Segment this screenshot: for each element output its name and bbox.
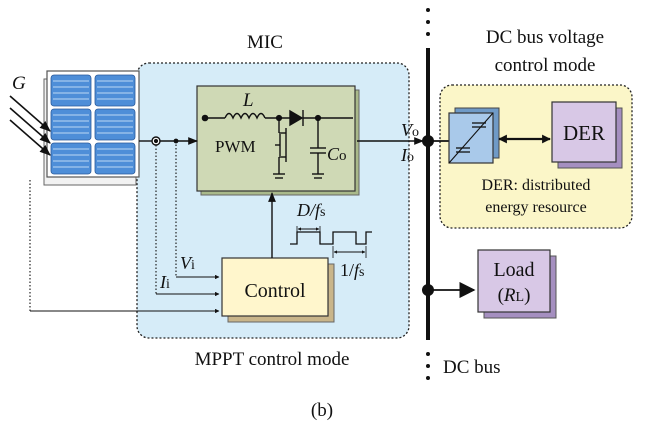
output-current-label: Io xyxy=(400,145,414,165)
der-box xyxy=(551,101,623,169)
output-voltage-label: Vo xyxy=(401,120,419,140)
dc-bus-mode-label-line1: DC bus voltage xyxy=(486,27,604,48)
load-box xyxy=(477,249,557,319)
dc-bus-mode-label-line2: control mode xyxy=(495,55,596,76)
feedback-lines xyxy=(29,141,220,314)
pwm-label: PWM xyxy=(215,137,256,156)
load-label-line2: (RL) xyxy=(498,285,531,306)
mppt-control-mode-label: MPPT control mode xyxy=(195,349,350,370)
dc-bus xyxy=(422,8,434,380)
dc-dc-converter-icon xyxy=(448,107,500,164)
irradiance-arrows xyxy=(9,95,51,156)
irradiance-label: G xyxy=(12,73,26,94)
control-block xyxy=(221,257,335,323)
pwm-waveform xyxy=(290,226,372,258)
duty-label: D/fs xyxy=(296,200,325,220)
boost-circuit xyxy=(201,109,353,179)
der-label: DER xyxy=(563,121,605,145)
control-label: Control xyxy=(244,280,306,302)
load-label-line1: Load xyxy=(493,259,534,281)
inductor-label: L xyxy=(242,90,254,111)
capacitor-label: Co xyxy=(327,144,347,164)
input-voltage-label: Vi xyxy=(180,253,195,273)
figure-caption: (b) xyxy=(311,400,333,421)
dc-bus-label: DC bus xyxy=(443,357,501,378)
mic-label: MIC xyxy=(247,32,283,53)
der-note-line2: energy resource xyxy=(485,199,586,216)
period-label: 1/fs xyxy=(340,260,364,280)
pv-panel xyxy=(43,70,140,186)
input-current-label: Ii xyxy=(159,272,170,292)
der-note-line1: DER: distributed xyxy=(482,177,591,194)
